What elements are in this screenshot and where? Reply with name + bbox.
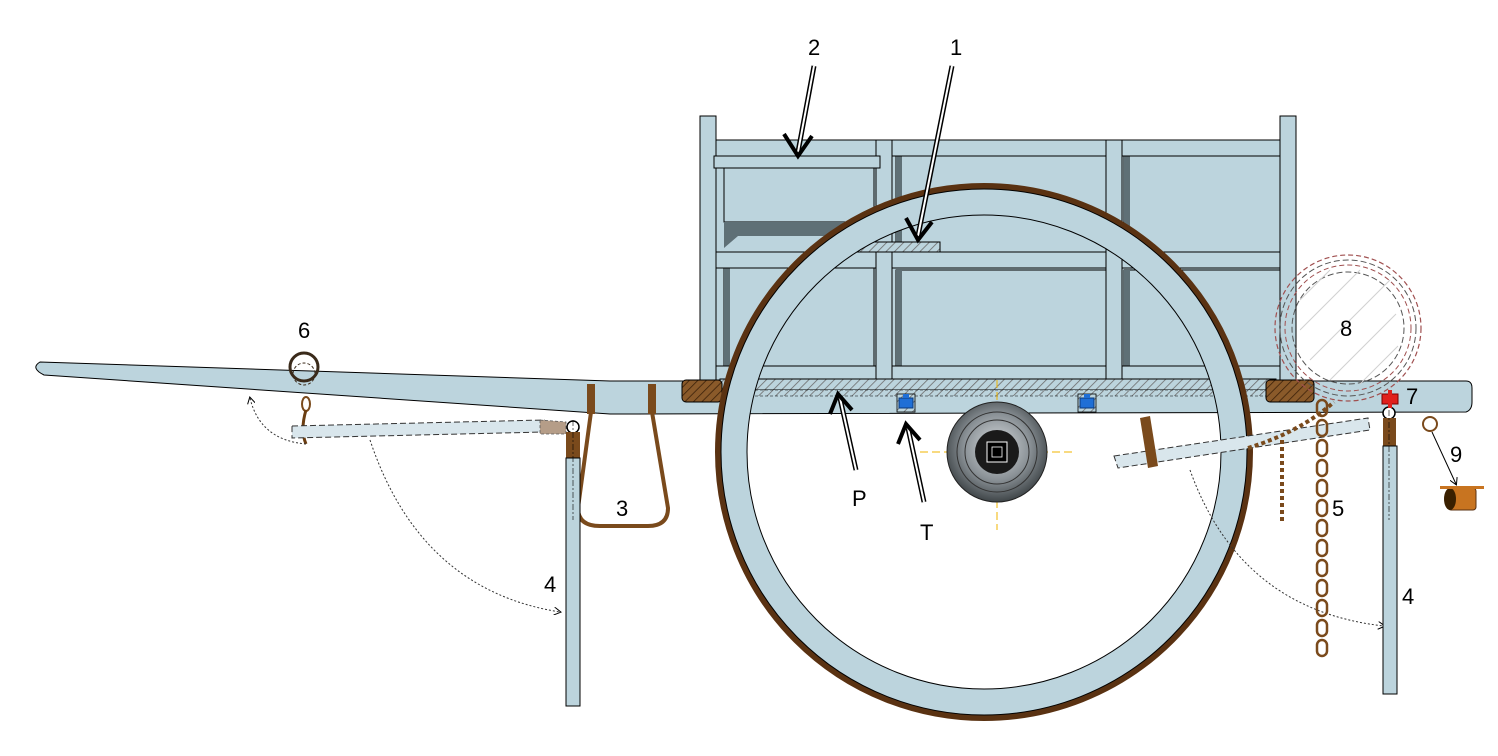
floor-plank (719, 378, 1277, 391)
label-7: 7 (1406, 384, 1418, 409)
bolt-right (1077, 393, 1097, 413)
folded-prop-right (1113, 416, 1384, 626)
label-t: T (920, 520, 933, 545)
callout-arrow-1 (904, 65, 955, 244)
box-panel (895, 269, 1107, 367)
end-block-left (681, 379, 723, 403)
label-9: 9 (1450, 442, 1462, 467)
stake (875, 139, 893, 381)
label-p: P (852, 486, 867, 511)
label-6: 6 (298, 318, 310, 343)
roller (1440, 486, 1484, 511)
lower-rail (715, 365, 1283, 381)
rope-coil (1274, 254, 1422, 402)
floor-plank-lower (719, 389, 1277, 397)
wheel-hub (920, 380, 1076, 530)
leg-left (565, 420, 581, 707)
wheel (715, 183, 1253, 721)
label-3: 3 (616, 496, 628, 521)
end-block-right (1265, 379, 1315, 403)
label-2: 2 (808, 35, 820, 60)
label-4-right: 4 (1402, 584, 1414, 609)
callout-arrow-p (828, 390, 859, 471)
folded-prop-left (250, 398, 567, 612)
bolt-left (896, 393, 916, 413)
leg-right (1382, 406, 1398, 695)
label-1: 1 (950, 35, 962, 60)
chain (1315, 398, 1329, 658)
hook-ring (1422, 416, 1456, 484)
callout-arrow-2 (782, 65, 817, 160)
red-pin (1381, 390, 1399, 408)
label-5: 5 (1332, 496, 1344, 521)
callout-arrow-t (896, 420, 927, 503)
label-4-left: 4 (544, 572, 556, 597)
box-panel (1123, 155, 1281, 253)
label-8: 8 (1340, 316, 1352, 341)
corner-post-right (1279, 115, 1297, 411)
stake (1105, 139, 1123, 381)
dotted-rope (1247, 400, 1336, 522)
